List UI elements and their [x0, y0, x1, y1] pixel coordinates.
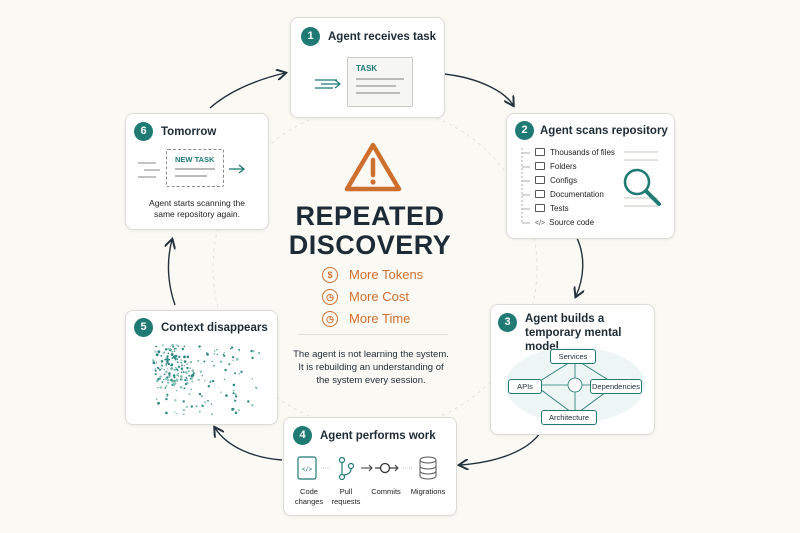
- tool-migrations: Migrations: [410, 487, 446, 496]
- clock-icon: ◷: [322, 289, 338, 305]
- folder-icon: [535, 204, 545, 212]
- step-4-badge: 4: [293, 426, 312, 445]
- arrow-right-icon: [229, 164, 246, 174]
- file-row-configs: Configs: [535, 176, 577, 185]
- step-6-caption-line2: same repository again.: [154, 209, 240, 219]
- file-tree-lines: [521, 148, 530, 224]
- new-task-document: NEW TASK: [166, 149, 224, 187]
- folder-icon: [535, 190, 545, 198]
- tool-commits: Commits: [371, 487, 401, 496]
- center-note-line1: The agent is not learning the system.: [293, 349, 449, 360]
- svg-text:</>: </>: [302, 466, 313, 473]
- step-6-card: 6 Tomorrow NEW TASK Agent starts scannin…: [125, 113, 269, 230]
- file-row-source-code: </>Source code: [535, 218, 595, 227]
- step-6-caption-line1: Agent starts scanning the: [149, 198, 245, 208]
- step-1-title: Agent receives task: [328, 31, 437, 43]
- file-row-folders: Folders: [535, 162, 577, 171]
- lines-icon: [138, 162, 160, 178]
- step-2-title: Agent scans repository: [540, 125, 668, 137]
- warning-icon: [344, 142, 402, 192]
- center-note-line3: the system every session.: [316, 375, 426, 386]
- file-row-files: Thousands of files: [535, 148, 615, 157]
- metric-tokens: More Tokens: [349, 267, 424, 282]
- step-1-card: 1 Agent receives task TASK: [290, 17, 445, 118]
- step-3-badge: 3: [498, 313, 517, 332]
- folder-icon: [535, 148, 545, 156]
- code-icon: </>: [535, 220, 546, 227]
- node-architecture: Architecture: [541, 410, 597, 425]
- divider: [298, 334, 448, 335]
- task-label: TASK: [356, 64, 378, 73]
- incoming-arrow-icon: [315, 79, 341, 89]
- step-2-badge: 2: [515, 121, 534, 140]
- center-note-line2: It is rebuilding an understanding of: [298, 362, 444, 373]
- new-task-label: NEW TASK: [175, 155, 215, 164]
- clock-icon: ◷: [322, 311, 338, 327]
- metric-time: More Time: [349, 311, 411, 326]
- dissolving-head-icon: [152, 343, 260, 416]
- work-tools-icons: </>: [297, 456, 437, 481]
- center-title-line2: DISCOVERY: [288, 230, 452, 260]
- task-document: TASK: [347, 57, 413, 107]
- step-6-badge: 6: [134, 122, 153, 141]
- folder-icon: [535, 176, 545, 184]
- step-1-badge: 1: [301, 27, 320, 46]
- step-5-badge: 5: [134, 318, 153, 337]
- node-dependencies: Dependencies: [590, 379, 642, 394]
- folder-icon: [535, 162, 545, 170]
- step-5-title: Context disappears: [161, 322, 268, 334]
- step-6-title: Tomorrow: [161, 126, 217, 138]
- file-row-documentation: Documentation: [535, 190, 604, 199]
- node-services: Services: [550, 349, 596, 364]
- step-4-title: Agent performs work: [320, 430, 436, 442]
- node-apis: APIs: [508, 379, 542, 394]
- magnifier-icon: [623, 151, 661, 207]
- dollar-icon: $: [322, 267, 338, 283]
- center-title-line1: REPEATED: [295, 201, 445, 231]
- step-3-title-line1: Agent builds a: [525, 313, 605, 325]
- metric-cost: More Cost: [349, 289, 409, 304]
- file-row-tests: Tests: [535, 204, 569, 213]
